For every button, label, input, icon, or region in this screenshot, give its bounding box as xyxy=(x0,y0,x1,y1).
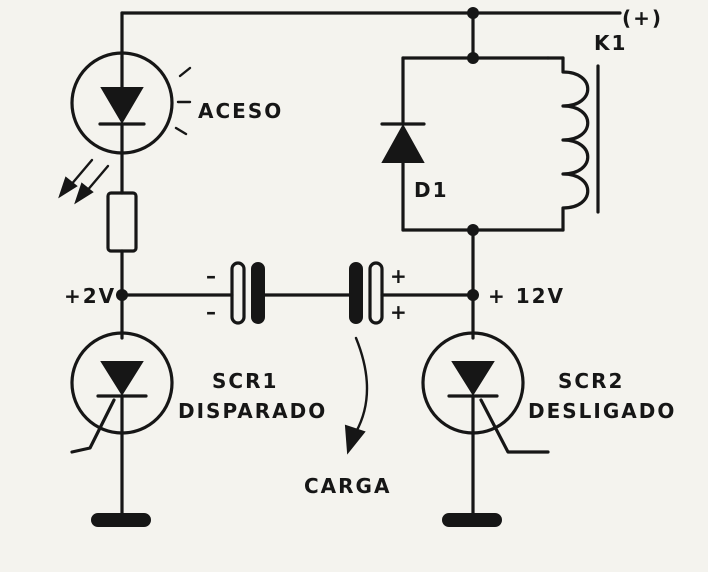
light-arrow-icon-2 xyxy=(74,182,94,205)
cap-left-polarity-top: – xyxy=(206,264,218,288)
ground-icon-right xyxy=(442,513,502,527)
charge-arrow-icon xyxy=(344,424,366,455)
scr2 xyxy=(421,331,550,520)
glow-ray-icon xyxy=(178,66,192,78)
capacitor-left-open-plate xyxy=(230,261,246,325)
right-node-voltage-label: + 12V xyxy=(488,284,565,308)
cap-right-polarity-top: + xyxy=(390,264,409,288)
charge-label: CARGA xyxy=(304,474,391,498)
lamp-led xyxy=(58,11,192,205)
coupling-capacitors xyxy=(120,261,475,325)
resistor-icon xyxy=(106,191,138,253)
charge-arrow xyxy=(344,336,369,455)
resistor xyxy=(106,151,138,297)
scr2-name-label: SCR2 xyxy=(558,369,624,393)
diode-icon xyxy=(381,123,425,163)
lamp-state-label: ACESO xyxy=(198,99,283,123)
scr1-name-label: SCR1 xyxy=(212,369,278,393)
relay-label: K1 xyxy=(594,31,627,55)
ground-icon-left xyxy=(91,513,151,527)
supply-plus-label: (+) xyxy=(622,6,663,30)
capacitor-right-solid-plate xyxy=(349,262,363,324)
scr-icon xyxy=(100,361,144,396)
cap-right-polarity-bottom: + xyxy=(390,300,409,324)
scr-icon-2 xyxy=(451,361,495,396)
coil-icon xyxy=(561,56,590,232)
scr1 xyxy=(70,293,174,520)
diode-label: D1 xyxy=(414,178,449,202)
capacitor-left-solid-plate xyxy=(251,262,265,324)
led-icon xyxy=(100,87,144,124)
junction-dot-right xyxy=(467,289,479,301)
scr2-state-label: DESLIGADO xyxy=(528,399,676,423)
supply-rail xyxy=(120,7,622,19)
relay-k1 xyxy=(380,11,600,236)
light-arrow-icon xyxy=(58,176,78,199)
left-node-voltage-label: +2V xyxy=(64,284,116,308)
cap-left-polarity-bottom: – xyxy=(206,300,218,324)
capacitor-right-open-plate xyxy=(368,261,384,325)
scr1-state-label: DISPARADO xyxy=(178,399,327,423)
